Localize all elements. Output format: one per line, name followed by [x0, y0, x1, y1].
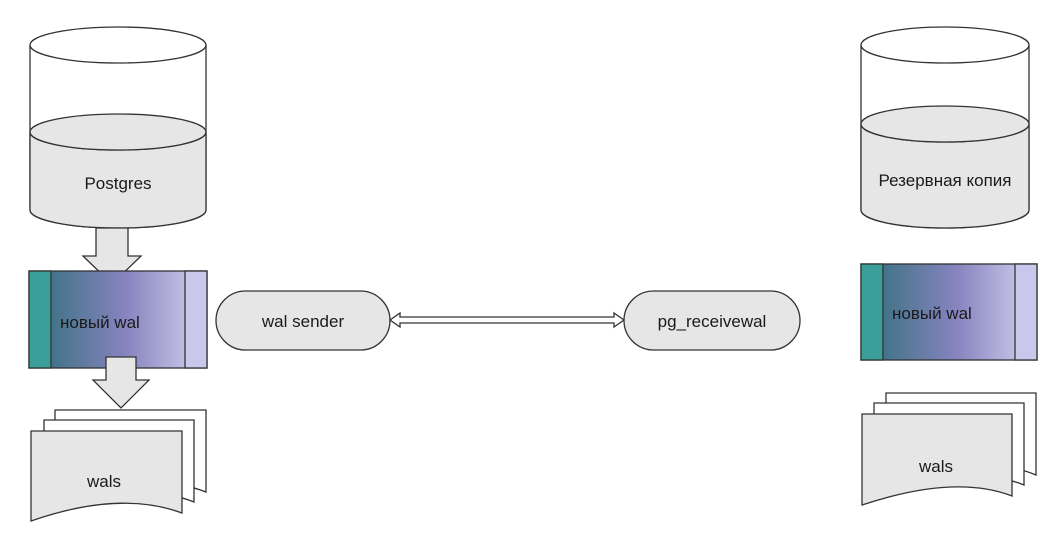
backup-label: Резервная копия: [879, 171, 1012, 190]
postgres-label: Postgres: [84, 174, 151, 193]
right-wals-archive: wals: [861, 392, 1037, 506]
left-wals-archive: wals: [30, 409, 207, 522]
right-wals-label: wals: [918, 457, 953, 476]
right-wal-label: новый wal: [892, 304, 972, 323]
left-new-wal-block: новый wal: [28, 270, 208, 369]
wal-sender-label: wal sender: [261, 312, 345, 331]
left-wal-label: новый wal: [60, 313, 140, 332]
pg-receivewal-label: pg_receivewal: [658, 312, 767, 331]
down-arrow-icon: [81, 227, 143, 285]
down-arrow-icon: [91, 356, 151, 409]
backup-database: Резервная копия: [860, 26, 1030, 229]
right-new-wal-block: новый wal: [860, 263, 1038, 361]
bidirectional-arrow-icon: [388, 311, 626, 329]
wal-sender-process: wal sender: [215, 290, 391, 351]
left-wals-label: wals: [86, 472, 121, 491]
pg-receivewal-process: pg_receivewal: [623, 290, 801, 351]
postgres-database: Postgres: [29, 26, 207, 229]
